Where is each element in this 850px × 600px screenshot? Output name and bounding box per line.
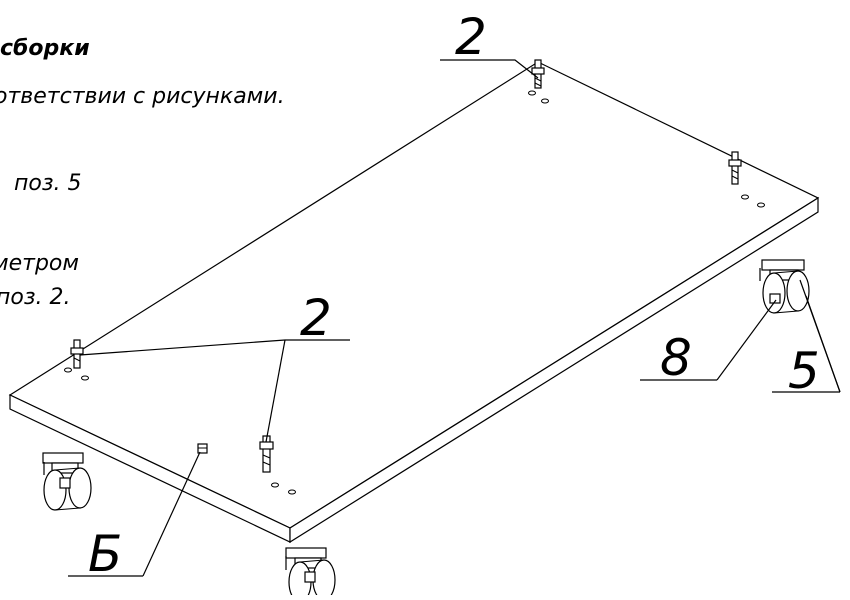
board-right-edge — [289, 196, 819, 544]
detail-b-nut — [197, 443, 208, 454]
caster-wheel — [786, 270, 810, 312]
caster-wheel — [43, 469, 67, 511]
hole — [541, 98, 549, 104]
hole — [528, 90, 536, 96]
hole — [271, 482, 279, 488]
caster-axle — [54, 507, 81, 511]
caster-axle — [773, 310, 799, 314]
caster-plate — [761, 259, 805, 271]
fastener-thread — [262, 461, 271, 466]
instructions-line-3: метром — [0, 251, 79, 276]
callout-pos-8: 8 — [660, 329, 692, 387]
caster-brake — [59, 477, 71, 489]
fastener-nut — [531, 67, 545, 75]
hole — [757, 202, 765, 208]
leader-pos-5-b — [805, 295, 841, 393]
fastener-thread — [534, 82, 542, 87]
fastener-shank — [731, 151, 739, 185]
caster-front-left — [42, 452, 92, 511]
caster-brake — [304, 571, 316, 583]
instructions-line-2: поз. 5 — [14, 171, 82, 196]
leaders — [68, 59, 841, 577]
callout-pos-2-middle: 2 — [300, 289, 332, 347]
hole — [741, 194, 749, 200]
instructions-title: сборки — [0, 36, 90, 61]
board — [8, 61, 820, 544]
caster-wheel — [68, 467, 92, 509]
fastener-thread — [262, 454, 271, 459]
caster-brake — [769, 293, 781, 304]
leader-pos-2-a — [79, 339, 286, 356]
fastener-thread — [731, 169, 739, 174]
hole — [81, 375, 89, 381]
fastener-nut — [259, 441, 274, 450]
fastener-shank — [262, 435, 271, 473]
leader-pos-8 — [716, 299, 777, 381]
fastener-nut — [70, 347, 84, 355]
leader-pos-2-b — [265, 339, 286, 443]
callout-pos-2-top: 2 — [455, 8, 487, 66]
fastener-thread — [534, 77, 542, 82]
caster-wheel — [762, 272, 786, 314]
caster-wheel — [312, 559, 336, 600]
caster-axle — [54, 467, 81, 471]
caster-axle — [299, 559, 325, 563]
caster-plate — [42, 452, 84, 464]
holes — [64, 90, 765, 495]
caster-plate — [285, 547, 327, 559]
hole — [288, 489, 296, 495]
fastener-top-right — [728, 151, 742, 185]
caster-front-middle — [285, 547, 336, 600]
leader-view-b — [142, 451, 201, 577]
fastener-bottom-left — [70, 339, 84, 369]
leader-pos-2-top — [440, 59, 539, 79]
fastener-nut — [728, 159, 742, 167]
callout-pos-5: 5 — [788, 342, 820, 400]
instructions-line-1: ответствии с рисунками. — [0, 84, 285, 109]
hole — [64, 367, 72, 373]
fastener-thread — [731, 175, 739, 180]
fastener-thread — [73, 357, 81, 362]
caster-axle — [773, 270, 799, 274]
callout-view-b: Б — [88, 525, 122, 583]
fastener-top-left — [531, 59, 545, 89]
instructions-line-4: поз. 2. — [0, 285, 71, 310]
caster-back-right — [759, 259, 810, 314]
